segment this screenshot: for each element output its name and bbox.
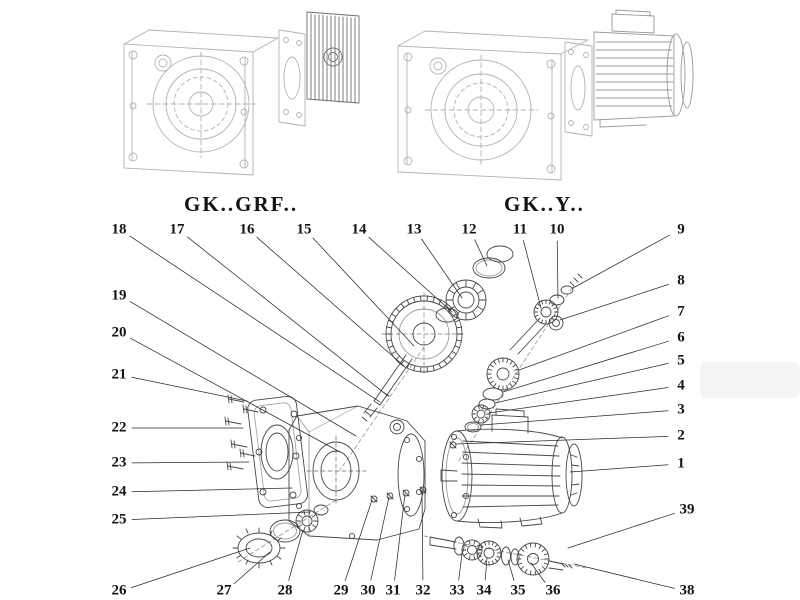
- exploded-view: [224, 245, 587, 576]
- gearbox-drawing-right: [397, 30, 593, 181]
- ring-gear: [381, 291, 467, 377]
- electric-motor: [440, 408, 583, 529]
- watermark: [700, 362, 800, 398]
- mounting-flange-plate: [247, 395, 308, 508]
- model-title-grf: GK..GRF..: [184, 192, 299, 216]
- motor-drawing-right: [593, 9, 694, 128]
- flange-bolts: [224, 394, 259, 471]
- gearbox-drawing-left: [123, 29, 306, 176]
- leader-lines: [129, 234, 675, 589]
- finned-input-cover-left: [306, 11, 360, 104]
- output-shaft-assembly: [423, 535, 587, 576]
- model-title-y: GK..Y..: [504, 192, 585, 216]
- intermediate-gear: [486, 357, 520, 391]
- input-shaft: [361, 354, 413, 422]
- retaining-rings: [472, 245, 514, 279]
- bevel-pinion-assembly: [509, 273, 583, 355]
- gear-housing: [288, 405, 426, 541]
- shaft-washers-and-bearing: [464, 387, 504, 433]
- output-cover-assembly: [232, 499, 337, 569]
- assembly-axes: [339, 287, 573, 471]
- upper-taper-bearing: [435, 279, 487, 323]
- housing-screws: [370, 486, 427, 503]
